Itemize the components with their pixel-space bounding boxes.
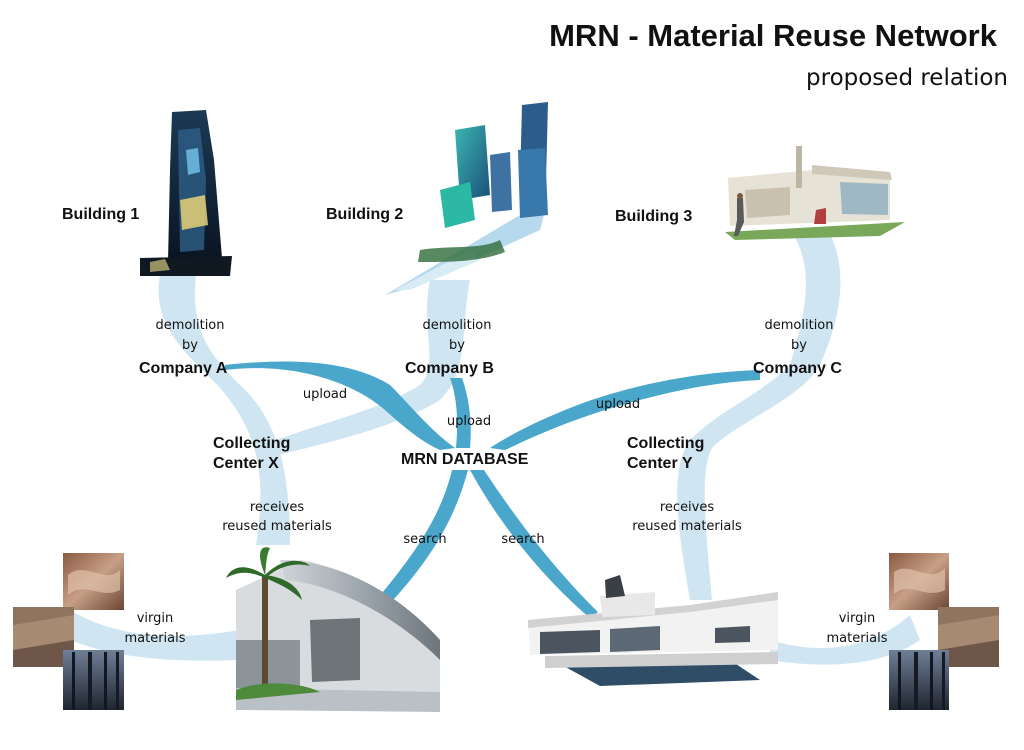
flow-company-b-upload <box>450 378 471 448</box>
edge-label-upload-b: upload <box>447 414 491 429</box>
edge-label-by-2: by <box>449 338 465 353</box>
flow-search-right <box>470 470 598 618</box>
collecting-center-y-label-line1: Collecting <box>627 435 704 452</box>
company-c-label: Company C <box>753 360 842 377</box>
light-flows <box>70 230 920 665</box>
edge-label-demolition-1: demolition <box>156 318 225 333</box>
edge-label-demolition-2: demolition <box>423 318 492 333</box>
flow-company-c-upload <box>490 370 760 450</box>
flow-company-a-upload <box>225 361 455 450</box>
flow-building2-to-collecting-x <box>262 280 470 455</box>
flow-virgin-left <box>70 610 240 661</box>
edge-label-receives-x: receives <box>250 500 305 515</box>
page-subtitle: proposed relation <box>806 65 1008 91</box>
edge-label-reused-materials-x: reused materials <box>222 519 332 534</box>
modern-house-icon <box>725 146 905 240</box>
edge-label-virgin-left: virgin <box>137 611 174 626</box>
flow-building3-to-collecting-y <box>677 230 841 600</box>
vaulted-building-icon <box>226 547 440 712</box>
edge-label-reused-materials-y: reused materials <box>632 519 742 534</box>
collecting-center-x-label-line2: Center X <box>213 455 279 472</box>
edge-label-by-3: by <box>791 338 807 353</box>
company-b-label: Company B <box>405 360 494 377</box>
edge-label-virgin-right: virgin <box>839 611 876 626</box>
page-title: MRN - Material Reuse Network <box>549 18 998 53</box>
building-1-label: Building 1 <box>62 206 139 223</box>
building-3-label: Building 3 <box>615 208 692 225</box>
white-villa-icon <box>528 575 778 686</box>
flow-virgin-right <box>770 615 920 665</box>
edge-label-by-1: by <box>182 338 198 353</box>
skyscraper-icon <box>140 110 232 276</box>
company-a-label: Company A <box>139 360 228 377</box>
edge-label-search-right: search <box>501 532 544 547</box>
glass-towers-icon <box>385 102 548 295</box>
dark-flows <box>225 361 760 618</box>
edge-label-materials-left: materials <box>124 631 185 646</box>
virgin-materials-right-icon <box>889 553 999 710</box>
flow-search-left <box>372 470 468 612</box>
edge-label-materials-right: materials <box>826 631 887 646</box>
building-2-label: Building 2 <box>326 206 403 223</box>
flow-building1-to-collecting-x <box>158 275 290 545</box>
edge-label-upload-c: upload <box>596 397 640 412</box>
collecting-center-y-label-line2: Center Y <box>627 455 693 472</box>
mrn-database-label: MRN DATABASE <box>401 451 529 468</box>
virgin-materials-left-icon <box>13 553 124 710</box>
collecting-center-x-label-line1: Collecting <box>213 435 290 452</box>
edge-label-demolition-3: demolition <box>765 318 834 333</box>
edge-label-upload-a: upload <box>303 387 347 402</box>
edge-label-receives-y: receives <box>660 500 715 515</box>
edge-label-search-left: search <box>403 532 446 547</box>
